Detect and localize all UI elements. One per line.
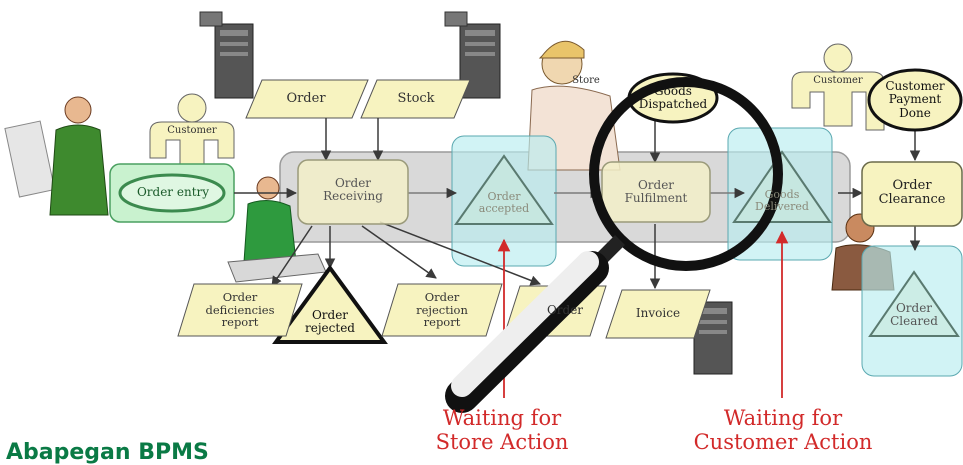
order-receiving-label: Order Receiving	[323, 175, 383, 203]
order-fulfilment-label: Order Fulfilment	[624, 177, 688, 205]
customer-silhouette-left	[149, 93, 235, 176]
order-clearance-label: Order Clearance	[878, 177, 946, 207]
order-fulfilment-box	[601, 161, 711, 223]
customer-left-label: Customer	[167, 124, 217, 136]
flow-connector	[361, 225, 437, 279]
brand-title: Abapegan BPMS	[6, 440, 209, 465]
data-order-deficiencies-shape	[177, 283, 303, 337]
data-stock-shape	[360, 79, 471, 119]
flow-connector	[379, 221, 541, 286]
data-invoice-shape	[605, 289, 711, 339]
customer-payment-done-label: Customer Payment Done	[885, 79, 945, 120]
order-accepted-triangle	[454, 154, 554, 225]
order-entry-ellipse	[118, 173, 226, 213]
customer-payment-done-ellipse	[867, 68, 963, 132]
customer-silhouette-right	[791, 43, 885, 131]
server-icon	[199, 11, 254, 99]
order-rejected-label: Order rejected	[305, 307, 355, 335]
waiting-customer-annotation: Waiting for Customer Action	[693, 405, 873, 454]
order-rejected-triangle	[272, 264, 388, 344]
flow-connector	[271, 225, 313, 287]
order-receiving-box	[297, 159, 409, 225]
data-stock-label: Stock	[397, 90, 435, 106]
order-cleared-triangle	[868, 270, 960, 337]
data-order-rejection-shape	[381, 283, 503, 337]
magnifying-glass-icon	[445, 77, 783, 413]
store-label: Store	[572, 74, 600, 86]
data-order-shape	[245, 79, 369, 119]
data-order-partial-label: Order	[546, 303, 584, 318]
goods-delivered-label: Goods Delivered	[755, 187, 809, 213]
customer-right-label: Customer	[813, 74, 863, 86]
order-cleared-label: Order Cleared	[890, 300, 938, 328]
data-invoice-label: Invoice	[635, 306, 681, 321]
data-order-rejection-label: Order rejection report	[416, 290, 468, 330]
order-entry-label: Order entry	[136, 185, 210, 200]
man-on-phone-illustration	[4, 96, 109, 216]
waiting-store-annotation: Waiting for Store Action	[435, 405, 569, 454]
goods-dispatched-label: Goods Dispatched	[638, 83, 708, 111]
data-order-label: Order	[286, 90, 326, 106]
order-clearance-box	[861, 161, 963, 227]
order-accepted-label: Order accepted	[478, 189, 530, 215]
data-order-deficiencies-label: Order deficiencies report	[205, 290, 275, 330]
server-icon	[444, 11, 501, 99]
